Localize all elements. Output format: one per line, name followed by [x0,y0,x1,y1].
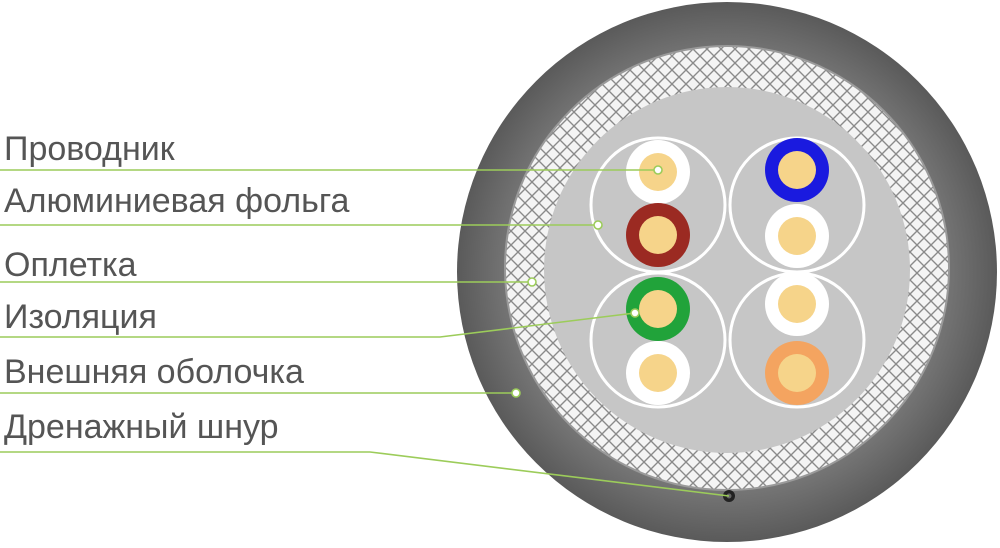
label-aluminum-foil: Алюминиевая фольга [4,182,350,220]
leader-jacket-dot [511,388,521,398]
wire-conductor [778,354,816,392]
pair-ring-bottom-left [589,271,727,409]
leader-foil-dot [593,220,603,230]
label-outer-jacket: Внешняя оболочка [4,353,304,391]
label-braid: Оплетка [4,246,137,284]
leader-insulation-dot [630,308,640,318]
label-insulation: Изоляция [4,298,157,336]
wire-conductor [778,151,816,189]
leader-insulation [0,312,636,338]
wire-conductor [778,217,816,255]
wire-conductor [639,290,677,328]
wire-conductor [639,216,677,254]
label-conductor: Проводник [4,130,175,168]
foil-core [544,87,910,453]
label-drain-wire: Дренажный шнур [4,408,279,446]
leader-drain [0,451,730,497]
wire-conductor [639,354,677,392]
leader-conductor-dot [653,165,663,175]
wire-conductor [778,285,816,323]
leader-braid-dot [527,277,537,287]
